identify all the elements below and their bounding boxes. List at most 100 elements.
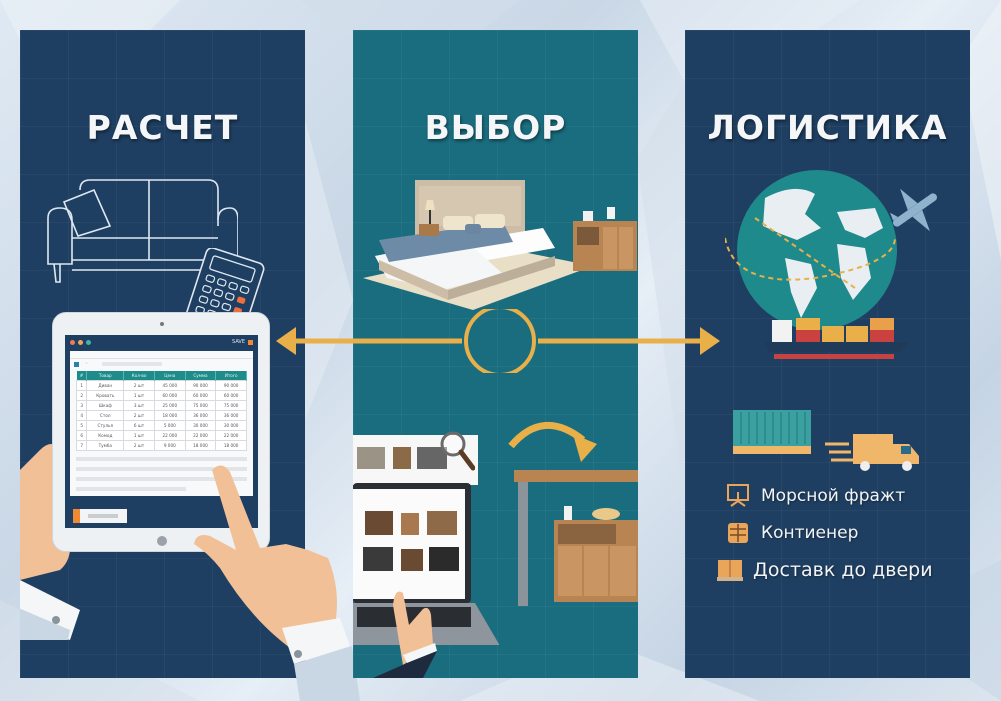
arrow-right-icon — [700, 327, 720, 355]
logistics-options-list: Морсной фражт Контиенер Доставк до двери — [717, 484, 933, 595]
table-cell[interactable]: 18 000 — [215, 440, 247, 451]
container-label: Контиенер — [761, 523, 859, 543]
table-cell[interactable]: 1 — [75, 380, 88, 391]
table-cell[interactable]: Шкаф — [86, 400, 125, 411]
table-cell[interactable]: 6 — [75, 430, 88, 441]
double-arrow-connector — [276, 309, 720, 373]
table-cell[interactable]: 60 000 — [184, 390, 217, 401]
table-header-cell[interactable]: Сумма — [185, 371, 217, 381]
airplane-icon — [890, 188, 938, 232]
table-cell[interactable]: Тумба — [86, 440, 125, 451]
table-cell[interactable]: 90 000 — [215, 380, 247, 391]
shipping-container-icon — [733, 410, 811, 454]
table-cell[interactable]: 2 шт — [123, 410, 155, 421]
center-ring-icon — [464, 309, 536, 373]
table-cell[interactable]: 18 000 — [153, 410, 186, 421]
table-cell[interactable]: Стол — [86, 410, 125, 421]
table-cell[interactable]: 5 — [75, 420, 88, 431]
table-cell[interactable]: 22 000 — [184, 430, 217, 441]
tablet-home-button[interactable] — [157, 536, 167, 546]
table-cell[interactable]: 1 шт — [123, 430, 155, 441]
door-delivery-label: Доставк до двери — [753, 559, 933, 581]
table-cell[interactable]: 30 000 — [184, 420, 217, 431]
table-cell[interactable]: 75 000 — [215, 400, 247, 411]
window-dot-red[interactable] — [70, 339, 75, 345]
tablet-action-button[interactable] — [73, 509, 127, 523]
table-cell[interactable]: Диван — [86, 380, 125, 391]
window-dot-orange[interactable] — [78, 339, 83, 345]
container-ship-icon — [764, 318, 910, 359]
table-cell[interactable]: Комод — [86, 430, 125, 441]
table-header-cell[interactable]: # — [76, 371, 88, 381]
panel-title-logistics: ЛОГИСТИКА — [707, 108, 948, 147]
table-cell[interactable]: 3 — [75, 400, 88, 411]
sheet-tool-label[interactable]: ◦ — [85, 361, 88, 367]
table-cell[interactable]: 22 000 — [215, 430, 247, 441]
table-cell[interactable]: 4 — [75, 410, 88, 421]
table-header-cell[interactable]: Кол-во — [123, 371, 155, 381]
typing-hand-icon — [373, 591, 437, 678]
panel-title-calculation: РАСЧЕТ — [86, 108, 239, 147]
table-cell[interactable]: 60 000 — [215, 390, 247, 401]
tablet-topbar: SAVE — [65, 335, 258, 349]
sheet-titlebar — [70, 351, 253, 359]
table-header-cell[interactable]: Итого — [215, 371, 247, 381]
table-cell[interactable]: 18 000 — [184, 440, 217, 451]
table-cell[interactable]: 9 000 — [153, 440, 186, 451]
table-cell[interactable]: 90 000 — [184, 380, 217, 391]
bed-icon — [363, 180, 593, 310]
table-cell[interactable]: 45 000 — [153, 380, 186, 391]
arrow-left-icon — [276, 327, 296, 355]
curved-arrow-icon — [508, 422, 597, 462]
table-cell[interactable]: 30 000 — [215, 420, 247, 431]
topbar-label: SAVE — [232, 339, 245, 345]
window-dot-green[interactable] — [86, 339, 91, 345]
tablet-device: SAVE ◦ # Товар Кол-во Цена Сумма — [52, 312, 270, 552]
list-item-sea-freight[interactable]: Морсной фражт — [725, 484, 933, 508]
table-cell[interactable]: 3 шт — [123, 400, 155, 411]
pointing-hand-icon — [194, 465, 360, 701]
table-cell[interactable]: 7 — [75, 440, 88, 451]
table-cell[interactable]: 2 шт — [123, 380, 155, 391]
table-cell[interactable]: 1 шт — [123, 390, 155, 401]
table-cell[interactable]: Стулья — [86, 420, 125, 431]
delivery-truck-icon — [825, 434, 919, 471]
sheet-toolbar: ◦ — [70, 359, 253, 369]
table-cell[interactable]: 5 000 — [153, 420, 186, 431]
sea-freight-label: Морсной фражт — [761, 486, 906, 506]
sheet-search-placeholder[interactable] — [101, 362, 162, 366]
table-header-cell[interactable]: Цена — [154, 371, 186, 381]
table-cell[interactable]: 75 000 — [184, 400, 217, 411]
sea-freight-icon — [727, 484, 749, 507]
table-cell[interactable]: 36 000 — [184, 410, 217, 421]
table-cell[interactable]: Кровать — [86, 390, 125, 401]
table-cell[interactable]: 36 000 — [215, 410, 247, 421]
sheet-placeholder-lines — [70, 457, 253, 491]
panel-selection: ВЫБОР — [353, 30, 638, 678]
sheet-tool-icon[interactable] — [74, 361, 79, 367]
table-header-cell[interactable]: Товар — [86, 371, 125, 381]
list-item-door-delivery[interactable]: Доставк до двери — [717, 558, 933, 582]
door-delivery-box-icon — [717, 560, 743, 581]
table-cell[interactable]: 2 шт — [123, 440, 155, 451]
magnifier-icon[interactable] — [439, 430, 475, 472]
table-cell[interactable]: 22 000 — [153, 430, 186, 441]
table-cell[interactable]: 60 000 — [153, 390, 186, 401]
sideboard-icon — [514, 470, 638, 606]
container-boxes-icon — [728, 523, 748, 543]
cabinet-icon — [573, 207, 637, 271]
table-cell[interactable]: 6 шт — [123, 420, 155, 431]
table-cell[interactable]: 25 000 — [153, 400, 186, 411]
table-header-row: # Товар Кол-во Цена Сумма Итого — [76, 371, 247, 381]
topbar-square-icon — [248, 339, 253, 345]
list-item-container[interactable]: Контиенер — [725, 521, 933, 545]
table-cell[interactable]: 2 — [75, 390, 88, 401]
